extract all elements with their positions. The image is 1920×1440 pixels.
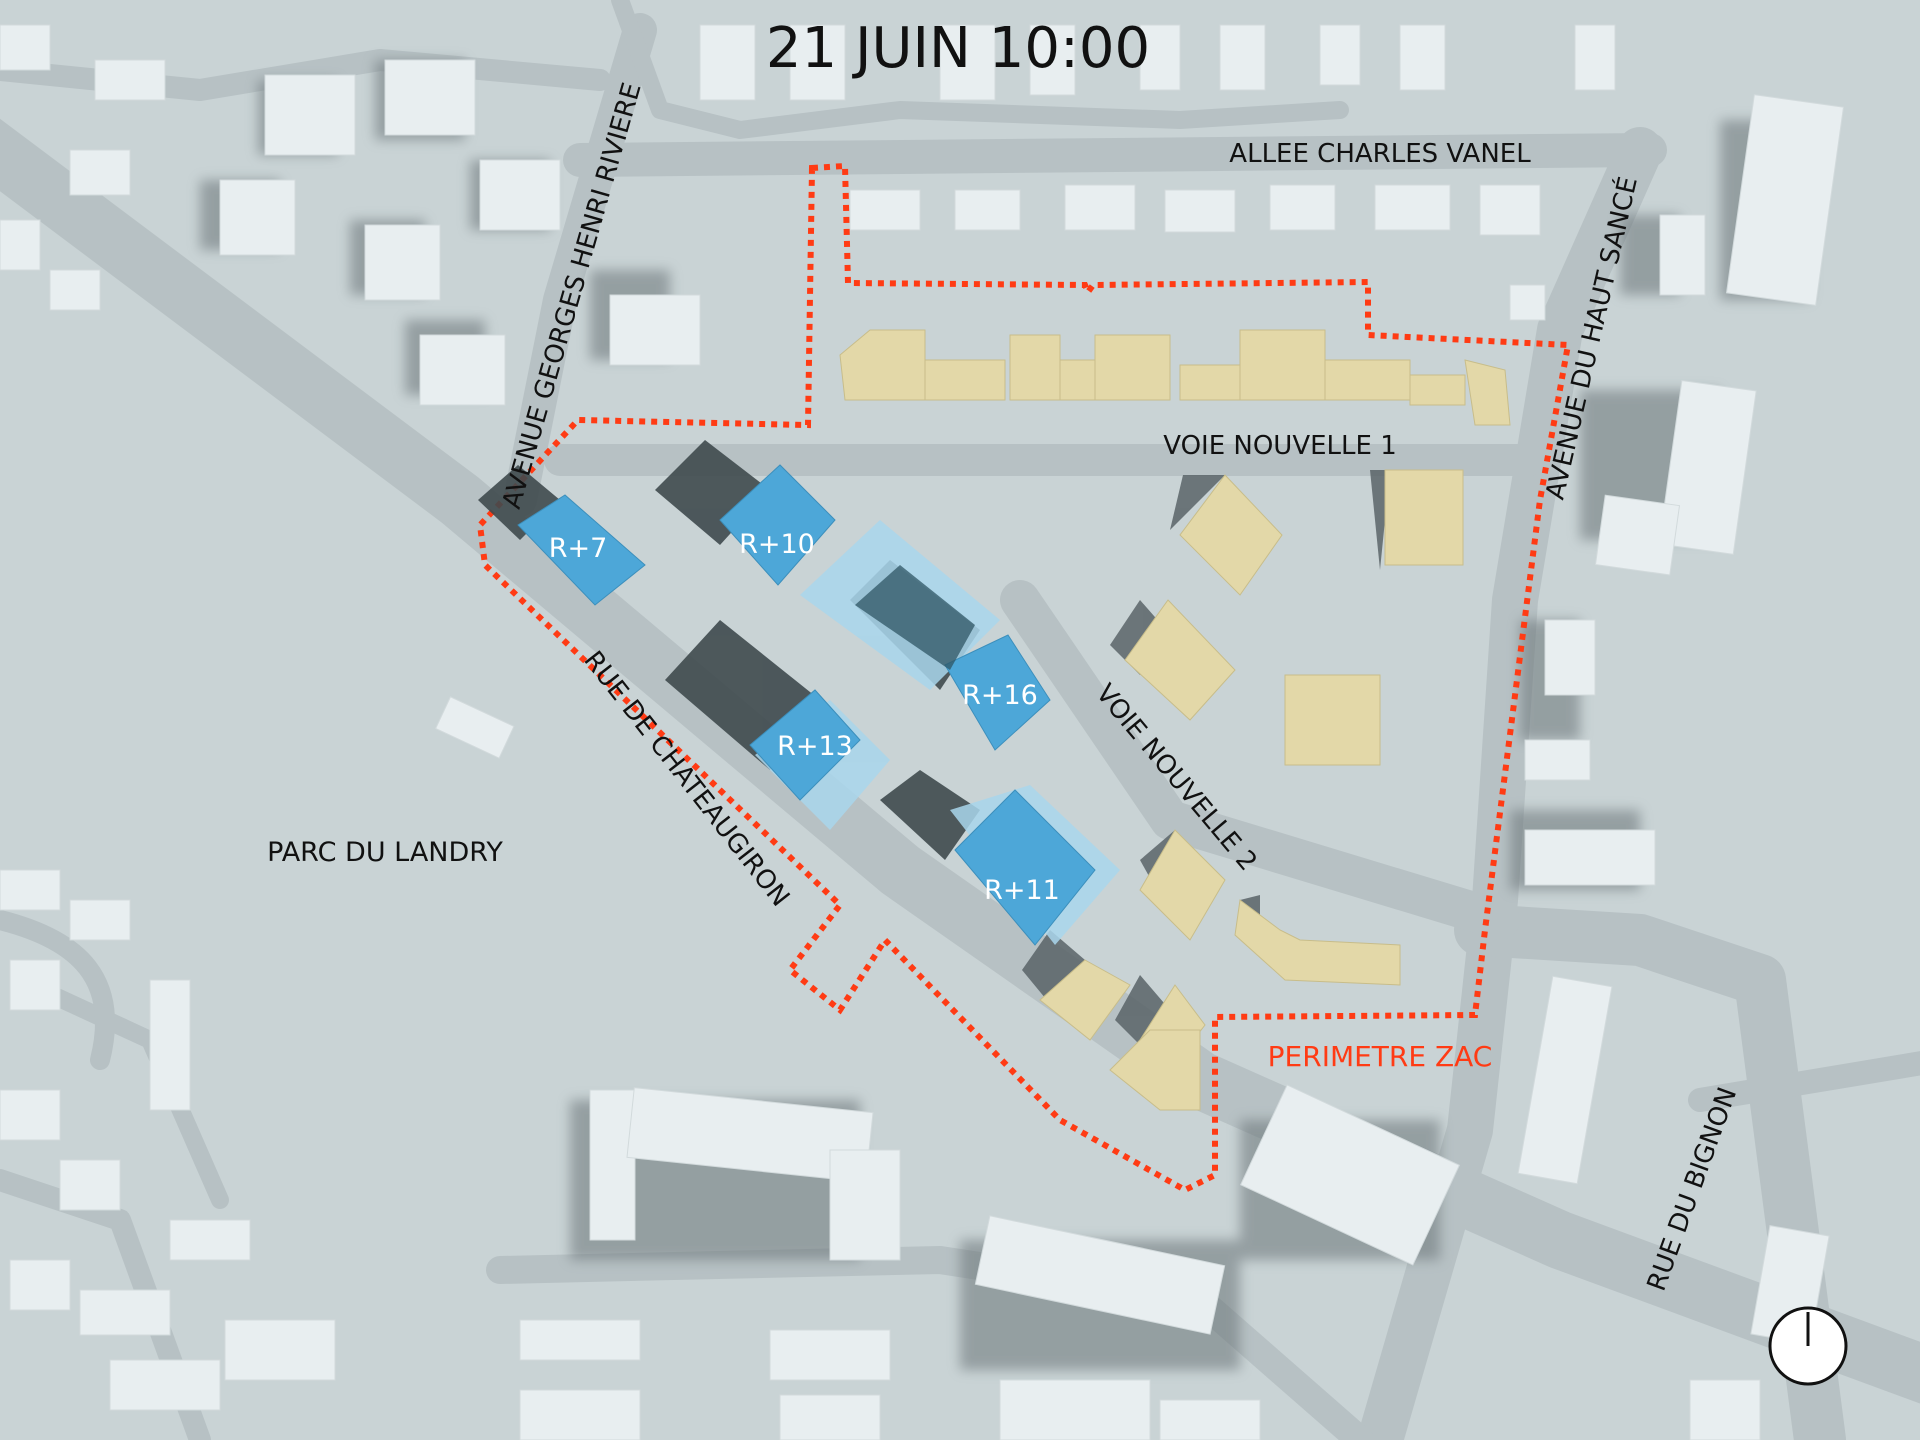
road-rue-du-bignon bbox=[1454, 904, 1846, 1440]
new-housing bbox=[839, 329, 1511, 1111]
road-avenue-georges-henri-riviere bbox=[503, 13, 657, 517]
road-allee-charles-vanel bbox=[563, 133, 1667, 177]
tower-r11-shape bbox=[954, 789, 1096, 946]
tower-r7-shape bbox=[517, 494, 646, 606]
tower-label-r10: R+10 bbox=[739, 529, 815, 560]
tower-label-r16: R+16 bbox=[962, 680, 1038, 711]
tower-label-r13: R+13 bbox=[777, 731, 853, 762]
clock-icon bbox=[1768, 1306, 1848, 1386]
map-title: 21 JUIN 10:00 bbox=[766, 16, 1150, 81]
road-avenue-du-haut-sance bbox=[1357, 127, 1663, 1440]
tower-r13-shape bbox=[749, 689, 861, 801]
towers: R+7 R+10 R+16 R+13 R+11 bbox=[478, 440, 1120, 946]
place-label-parc-du-landry: PARC DU LANDRY bbox=[267, 837, 503, 868]
street-label-allee-charles-vanel: ALLEE CHARLES VANEL bbox=[1229, 139, 1531, 169]
legend-zac-perimeter: PERIMETRE ZAC bbox=[1268, 1040, 1493, 1073]
tower-label-r11: R+11 bbox=[984, 875, 1060, 906]
existing-buildings bbox=[0, 24, 1845, 1440]
tower-r16-shape bbox=[944, 634, 1051, 751]
street-label-voie-nouvelle-1: VOIE NOUVELLE 1 bbox=[1163, 431, 1397, 461]
road-voie-nouvelle-2 bbox=[1000, 580, 1520, 940]
tower-r10-shape bbox=[719, 464, 836, 586]
tower-label-r7: R+7 bbox=[549, 533, 608, 564]
